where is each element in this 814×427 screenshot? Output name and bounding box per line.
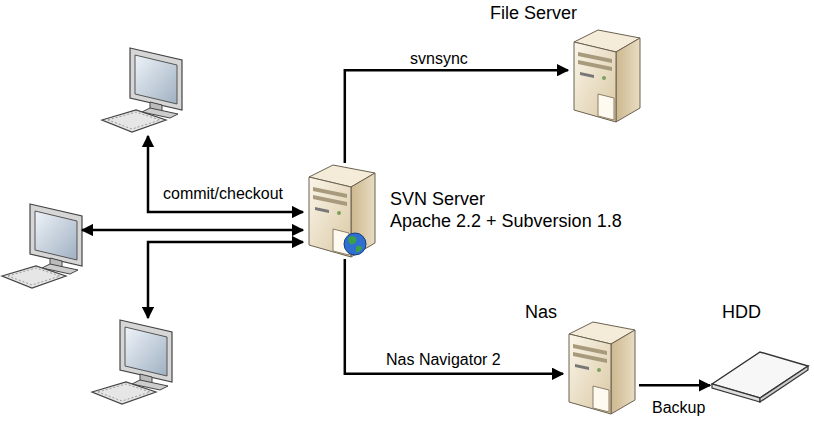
- server-icon: [574, 30, 640, 122]
- connector: [345, 259, 563, 374]
- server-node: HDD: [710, 350, 810, 404]
- server-node: SVN ServerApache 2.2 + Subversion 1.8: [303, 163, 379, 259]
- client-wire: [148, 136, 303, 212]
- client-pc: [92, 320, 172, 404]
- client-pc: [102, 48, 182, 132]
- node-title: File Server: [490, 3, 577, 24]
- connector: [639, 384, 710, 387]
- server-icon: [309, 165, 375, 257]
- globe-icon: [344, 233, 366, 255]
- node-title: SVN Server: [390, 189, 485, 210]
- connector: [345, 70, 568, 163]
- node-title: HDD: [722, 302, 761, 323]
- client-wire: [148, 242, 303, 318]
- link-label: commit/checkout: [163, 185, 283, 203]
- node-subtitle: Apache 2.2 + Subversion 1.8: [390, 211, 622, 232]
- client-pc: [2, 204, 82, 288]
- hdd-icon: [712, 352, 808, 402]
- edge-label: svnsync: [410, 50, 468, 68]
- edge-label: Backup: [652, 399, 705, 417]
- server-node: Nas: [563, 320, 639, 416]
- node-title: Nas: [525, 302, 557, 323]
- edge-label: Nas Navigator 2: [386, 351, 501, 369]
- server-icon: [569, 322, 635, 414]
- client-wire: [82, 229, 303, 232]
- server-node: File Server: [568, 28, 642, 124]
